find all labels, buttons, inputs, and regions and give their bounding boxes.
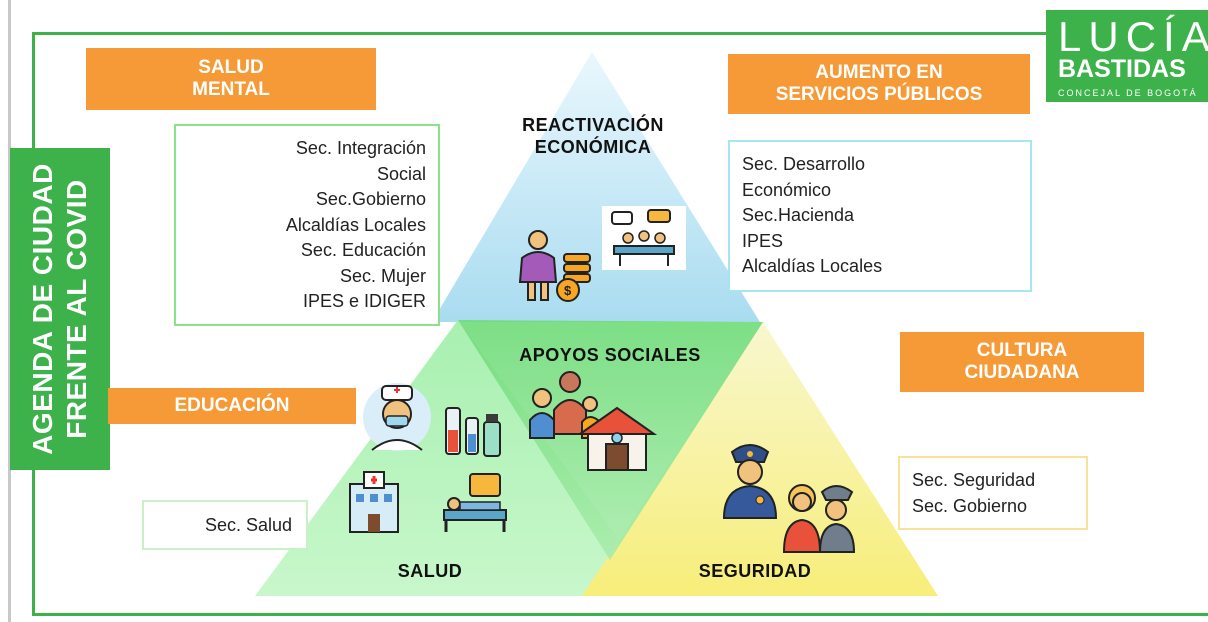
meeting-icon <box>602 206 686 270</box>
vaccine-icon <box>445 407 501 457</box>
citizens-icon <box>782 484 856 553</box>
patient-bed-icon <box>443 473 507 532</box>
entity-line: Alcaldías Locales <box>742 256 883 276</box>
label-salud: SALUD <box>397 561 463 581</box>
logo-name: LUCÍA <box>1058 13 1208 60</box>
tag-cultura-ciudadana: CULTURA CIUDADANA <box>900 332 1144 392</box>
logo: LUCÍA BASTIDAS CONCEJAL DE BOGOTÁ <box>1046 10 1208 102</box>
banner-line-1: AGENDA DE CIUDAD <box>27 163 58 455</box>
entity-line: Alcaldías Locales <box>285 214 426 235</box>
tag-salud-mental: SALUD MENTAL <box>86 48 376 110</box>
tag-cultura-line1: CULTURA <box>976 340 1068 361</box>
entity-line: Económico <box>742 179 832 200</box>
entity-line: Sec.Hacienda <box>742 205 855 225</box>
hospital-icon <box>349 471 399 533</box>
entity-line: Social <box>376 163 426 184</box>
tag-salud-mental-line1: SALUD <box>198 57 264 78</box>
doctor-icon <box>363 383 431 451</box>
tag-educacion-label: EDUCACIÓN <box>174 395 290 416</box>
label-reactivacion-economica: REACTIVACIÓN ECONÓMICA <box>498 114 688 158</box>
police-officer-icon <box>722 444 778 519</box>
label-top-line2: ECONÓMICA <box>534 137 652 157</box>
entity-line: Sec. Desarrollo <box>742 154 866 174</box>
entity-line: Sec. Educación <box>300 240 426 260</box>
entity-line: IPES e IDIGER <box>302 291 426 311</box>
entity-line: Sec. Salud <box>204 515 292 535</box>
box-seguridad-entities: Sec. Seguridad Sec. Gobierno <box>898 456 1088 530</box>
svg-text:$: $ <box>564 283 572 298</box>
label-top-line1: REACTIVACIÓN <box>522 115 664 135</box>
box-reactivacion-entities: Sec. Desarrollo Económico Sec.Hacienda I… <box>728 140 1032 292</box>
logo-surname: BASTIDAS <box>1058 55 1186 83</box>
label-seguridad: SEGURIDAD <box>698 561 812 581</box>
tag-salud-mental-line2: MENTAL <box>192 79 270 100</box>
house-icon <box>576 406 658 471</box>
left-divider-line <box>8 0 11 622</box>
box-salud-entities: Sec. Salud <box>142 500 308 550</box>
tag-aumento-servicios: AUMENTO EN SERVICIOS PÚBLICOS <box>728 54 1030 114</box>
label-apoyos-sociales: APOYOS SOCIALES <box>519 345 701 365</box>
banner-line-2: FRENTE AL COVID <box>61 179 92 439</box>
tag-cultura-line2: CIUDADANA <box>964 362 1080 383</box>
entity-line: Sec. Gobierno <box>912 495 1028 516</box>
entity-line: IPES <box>742 230 784 251</box>
logo-subtitle: CONCEJAL DE BOGOTÁ <box>1058 88 1198 98</box>
box-salud-mental-entities: Sec. Integración Social Sec.Gobierno Alc… <box>174 124 440 326</box>
vertical-banner: AGENDA DE CIUDAD FRENTE AL COVID <box>10 148 110 470</box>
tag-educacion: EDUCACIÓN <box>108 388 356 424</box>
entity-line: Sec. Seguridad <box>912 470 1036 490</box>
tag-aumento-line1: AUMENTO EN <box>815 62 943 83</box>
entity-line: Sec.Gobierno <box>315 189 426 209</box>
tag-aumento-line2: SERVICIOS PÚBLICOS <box>775 84 983 105</box>
woman-coins-icon: $ <box>518 230 591 302</box>
entity-line: Sec. Integración <box>295 138 426 158</box>
entity-line: Sec. Mujer <box>339 265 426 286</box>
